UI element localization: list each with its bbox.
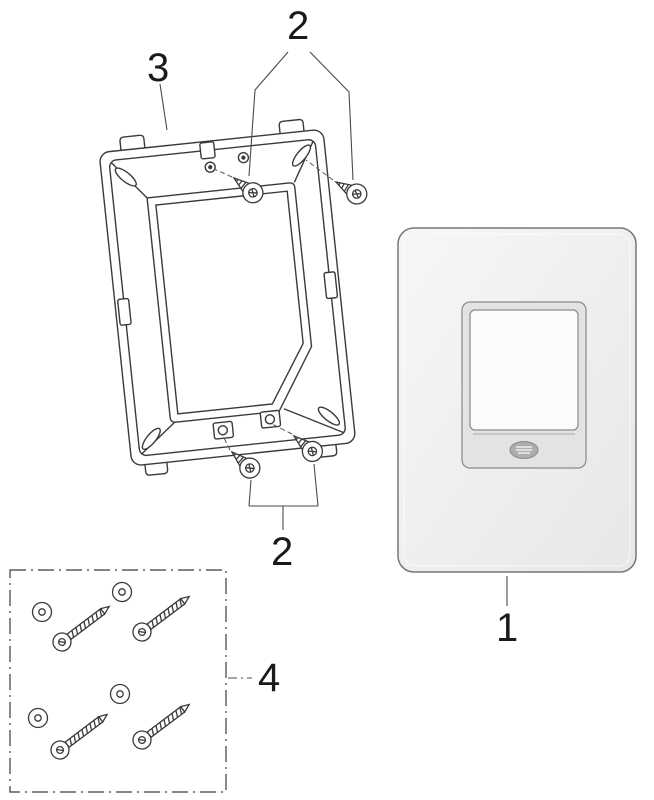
short-screw-top-right xyxy=(330,172,372,209)
axis-top-right-screw xyxy=(305,159,334,181)
frame-window-inner-line xyxy=(155,190,304,415)
washer-1 xyxy=(31,601,53,623)
mounting-frame xyxy=(99,118,356,476)
callout-bottom-screws: 2 xyxy=(271,530,294,574)
frame-top-notch xyxy=(199,141,216,160)
long-screw-3 xyxy=(46,706,114,764)
washer-2 xyxy=(111,581,133,603)
frame-slot-bl xyxy=(141,427,161,450)
callout-top-screws: 2 xyxy=(287,4,310,48)
axis-bottom-left-screw xyxy=(221,433,231,451)
leader-2-bottom-left xyxy=(248,479,252,507)
leader-lines xyxy=(159,51,508,679)
callout-flush-plate: 1 xyxy=(496,606,519,650)
flush-plate-highlight xyxy=(403,233,631,567)
hardware-kit-border xyxy=(9,569,227,793)
frame-slot-left-rail xyxy=(117,297,132,326)
hardware-kit-box xyxy=(9,569,227,793)
frame-bottom-tab-left xyxy=(144,460,169,476)
flush-button xyxy=(469,309,579,431)
leader-2-top-left xyxy=(248,51,289,177)
long-screw-1 xyxy=(48,598,116,656)
leader-3 xyxy=(159,83,168,131)
leader-2-bottom-right xyxy=(313,463,319,507)
assembly-axis-lines xyxy=(213,159,334,451)
brand-logo-icon xyxy=(509,441,539,459)
callout-frame: 3 xyxy=(147,46,170,90)
long-screw-2 xyxy=(128,588,196,646)
frame-slot-tl xyxy=(114,167,137,187)
axis-bottom-right-screw xyxy=(271,423,293,435)
frame-screw-hole-bottom-right xyxy=(264,414,276,425)
frame-screw-hole-top-right-center xyxy=(241,155,246,160)
frame-slot-br xyxy=(317,406,341,426)
frame-screw-hole-top-left-center xyxy=(208,165,213,170)
long-screw-4 xyxy=(128,696,196,754)
flush-plate xyxy=(397,227,637,573)
frame-window xyxy=(146,182,313,423)
axis-top-left-screw xyxy=(213,168,233,178)
callout-hardware-kit: 4 xyxy=(258,656,281,700)
washer-3 xyxy=(27,707,49,729)
frame-screw-hole-bottom-left xyxy=(217,425,228,436)
leader-2-top-right xyxy=(309,51,354,181)
frame-slot-right-rail xyxy=(323,271,339,300)
washer-4 xyxy=(109,683,131,705)
frame-slot-tr xyxy=(291,144,312,167)
frame-top-tab-right xyxy=(278,118,305,136)
frame-rib-br xyxy=(283,408,344,434)
frame-top-tab-left xyxy=(119,134,146,153)
